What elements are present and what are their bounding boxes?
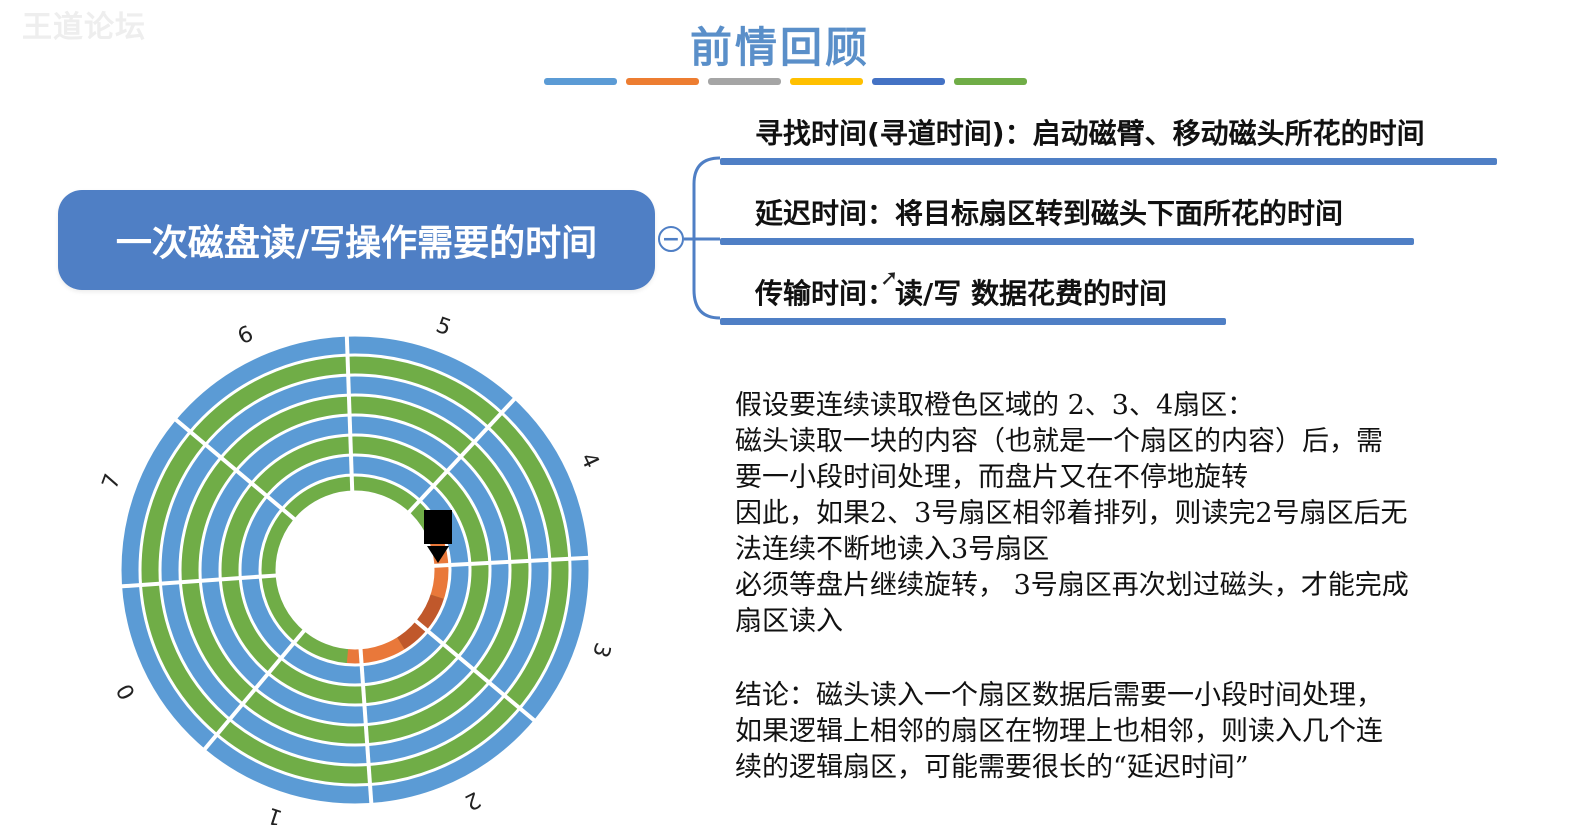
color-bar [872, 78, 945, 85]
conclusion-line: 续的逻辑扇区，可能需要很长的“延迟时间” [735, 752, 1249, 783]
conclusion-line: 如果逻辑上相邻的扇区在物理上也相邻，则读入几个连 [735, 716, 1383, 747]
sector-divider [358, 647, 374, 807]
branch-connector [684, 156, 721, 320]
sector-number-label: 7 [98, 471, 126, 493]
branch-seek-time[interactable]: 寻找时间(寻道时间)：启动磁臂、移动磁头所花的时间 [720, 112, 1497, 165]
branch-transfer-time-label: 传输时间：读/写 数据花费的时间 [755, 277, 1167, 310]
color-bar [544, 78, 617, 85]
slide-title: 前情回顾 [689, 23, 870, 72]
track-gap [238, 453, 472, 687]
track-gap [118, 333, 592, 807]
sector-divider [413, 618, 538, 724]
sector-divider [406, 395, 519, 515]
conclusion-line: 结论：磁头读入一个扇区数据后需要一小段时间处理， [735, 680, 1383, 711]
explanation-line: 因此，如果2、3号扇区相邻着排列，则读完2号扇区后无 [735, 498, 1408, 529]
sector-divider [344, 333, 355, 493]
central-topic-node[interactable]: 一次磁盘读/写操作需要的时间 [58, 190, 655, 290]
color-bar [626, 78, 699, 85]
color-bar [790, 78, 863, 85]
color-bar [708, 78, 781, 85]
explanation-line: 磁头读取一块的内容（也就是一个扇区的内容）后，需 [735, 426, 1383, 457]
track-gap [198, 413, 512, 727]
track-gap [275, 490, 435, 650]
color-bar [954, 78, 1027, 85]
collapse-icon[interactable]: − [658, 226, 684, 252]
branch-transfer-time[interactable]: 传输时间：读/写 数据花费的时间 [720, 272, 1226, 325]
sector-number-label: 2 [460, 786, 484, 815]
sector-divider [201, 628, 307, 753]
title-color-bars [544, 78, 1027, 85]
mouse-cursor-icon: ➚ [880, 266, 899, 291]
sector-number-label: 4 [575, 449, 604, 472]
track-gap [138, 353, 572, 787]
explanation-line: 假设要连续读取橙色区域的 2、3、4扇区： [735, 390, 1255, 421]
track-gap [178, 393, 532, 747]
branch-underline [720, 238, 1414, 245]
explanation-text: 假设要连续读取橙色区域的 2、3、4扇区： 磁头读取一块的内容（也就是一个扇区的… [735, 388, 1505, 786]
highlighted-sector [396, 594, 446, 651]
sector-number-label: 3 [587, 639, 615, 660]
watermark-logo: 王道论坛 [22, 10, 146, 45]
sector-divider [172, 416, 297, 522]
branch-underline [720, 158, 1497, 165]
track-gap [158, 373, 552, 767]
explanation-line: 法连续不断地读入3号扇区 [735, 534, 1050, 565]
read-write-head-icon [424, 510, 452, 563]
explanation-line: 必须等盘片继续旋转， 3号扇区再次划过磁头，才能完成 [735, 570, 1409, 601]
branch-latency-time-label: 延迟时间：将目标扇区转到磁头下面所花的时间 [755, 197, 1344, 230]
sector-divider [432, 555, 592, 568]
disk-platter-diagram: 0 1 2 3 4 5 6 7 [98, 313, 615, 825]
sector-number-label: 5 [433, 313, 455, 341]
explanation-line: 扇区读入 [735, 606, 843, 637]
branch-latency-time[interactable]: 延迟时间：将目标扇区转到磁头下面所花的时间 [720, 192, 1414, 245]
sector-divider [118, 573, 278, 589]
sector-number-label: 6 [234, 321, 257, 350]
sector-number-label: 0 [112, 679, 141, 703]
disk-spindle-hole [278, 493, 432, 647]
branch-seek-time-label: 寻找时间(寻道时间)：启动磁臂、移动磁头所花的时间 [755, 117, 1425, 150]
sector-number-label: 1 [265, 802, 286, 825]
branch-underline [720, 318, 1226, 325]
track-gap [218, 433, 492, 707]
track-gap [258, 473, 452, 667]
central-topic-label: 一次磁盘读/写操作需要的时间 [115, 223, 598, 264]
explanation-line: 要一小段时间处理，而盘片又在不停地旋转 [735, 462, 1248, 493]
